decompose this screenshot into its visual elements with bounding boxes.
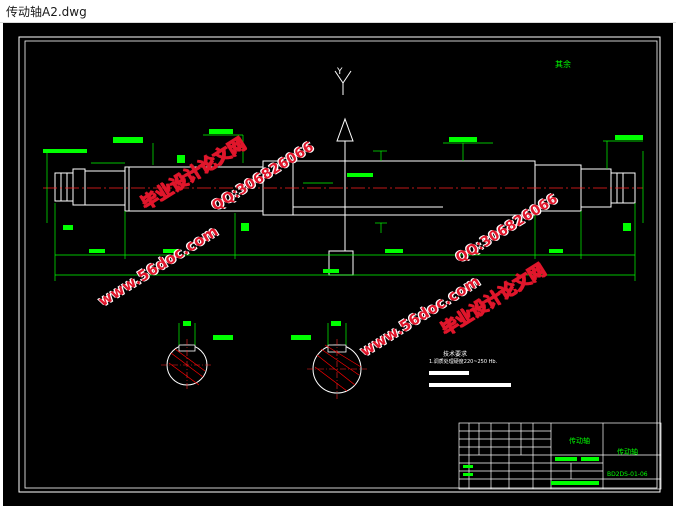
dimension-text <box>43 129 643 273</box>
cad-drawing <box>18 36 662 493</box>
title-block <box>458 422 662 490</box>
window-title: 传动轴A2.dwg <box>6 5 87 19</box>
tech-requirements-line: 1.调质处理硬度220~250 Hb. <box>429 359 498 365</box>
section-view-2 <box>291 321 367 399</box>
dimension-lines <box>46 134 644 281</box>
window-titlebar: 传动轴A2.dwg <box>0 0 676 23</box>
inner-frame <box>24 40 658 489</box>
tech-requirements-title: 技术要求 <box>443 351 468 358</box>
drawing-number: BD2DS-01-06 <box>607 471 648 478</box>
drawing-viewport[interactable]: Y 其余 技术要求 1.调质处理硬度220~250 Hb. 传动轴 传动轴 BD… <box>3 23 673 506</box>
corner-roughness-label: 其余 <box>555 60 571 69</box>
y-axis-marker <box>334 70 352 95</box>
material-label: 传动轴 <box>617 448 638 456</box>
axis-label: Y <box>337 67 343 77</box>
title-block-fills <box>463 457 599 485</box>
outer-frame <box>18 36 661 493</box>
section-view-1 <box>161 321 233 391</box>
tech-requirements-lines <box>429 371 511 387</box>
part-name: 传动轴 <box>569 437 590 445</box>
view-arrow <box>328 117 354 276</box>
